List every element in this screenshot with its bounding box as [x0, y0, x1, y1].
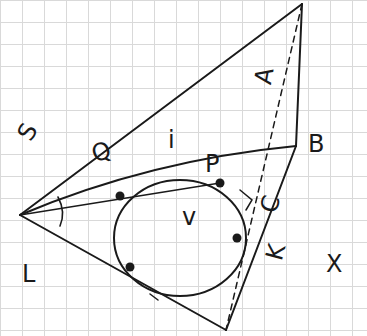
tick-mark — [150, 294, 158, 300]
point-label: Q — [88, 137, 114, 166]
tangent-point — [116, 192, 125, 201]
edge-line — [20, 215, 226, 330]
tangent-point — [233, 234, 242, 243]
point-label: S — [13, 119, 41, 144]
right-angle-mark — [240, 190, 252, 210]
point-label: L — [22, 262, 35, 286]
point-label: P — [205, 152, 219, 176]
edge-line — [226, 146, 296, 330]
point-label: v — [182, 205, 196, 229]
point-label: K — [262, 241, 289, 262]
point-label: A — [251, 66, 277, 86]
edge-line — [20, 4, 302, 215]
point-label: B — [308, 132, 324, 156]
point-label: C — [257, 193, 285, 215]
angle-arc — [58, 197, 63, 226]
point-label: X — [326, 252, 342, 276]
tangent-point — [126, 263, 135, 272]
point-label: i — [168, 128, 175, 152]
hidden-edge — [226, 4, 302, 330]
tangent-point — [216, 179, 225, 188]
